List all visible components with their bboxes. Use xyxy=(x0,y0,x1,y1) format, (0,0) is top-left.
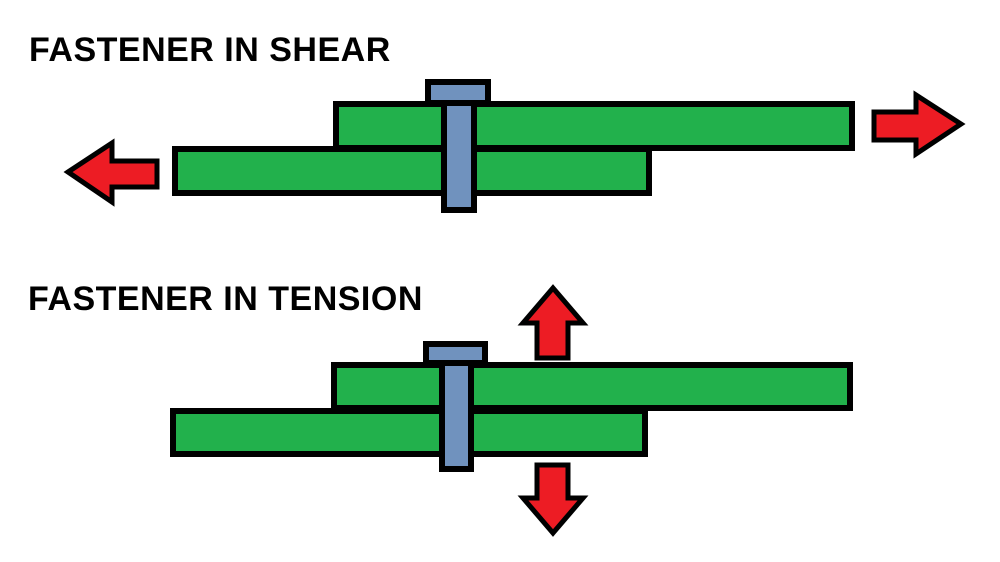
tension-up-arrow-icon xyxy=(517,284,589,361)
tension-bolt-shank xyxy=(439,349,474,472)
shear-lower-plate xyxy=(172,146,652,196)
shear-diagram xyxy=(63,79,966,213)
shear-bolt-head xyxy=(425,79,491,106)
shear-bolt-shank xyxy=(441,87,477,213)
shear-section-title: FASTENER IN SHEAR xyxy=(29,31,391,69)
shear-right-arrow-icon xyxy=(871,90,966,159)
tension-down-arrow-icon xyxy=(517,462,589,537)
tension-upper-plate xyxy=(331,362,853,411)
shear-left-arrow-icon xyxy=(63,138,160,207)
tension-bolt-head xyxy=(423,341,488,366)
tension-diagram xyxy=(170,284,853,537)
tension-lower-plate xyxy=(170,408,648,457)
tension-section-title: FASTENER IN TENSION xyxy=(28,280,423,318)
shear-upper-plate xyxy=(333,101,855,151)
